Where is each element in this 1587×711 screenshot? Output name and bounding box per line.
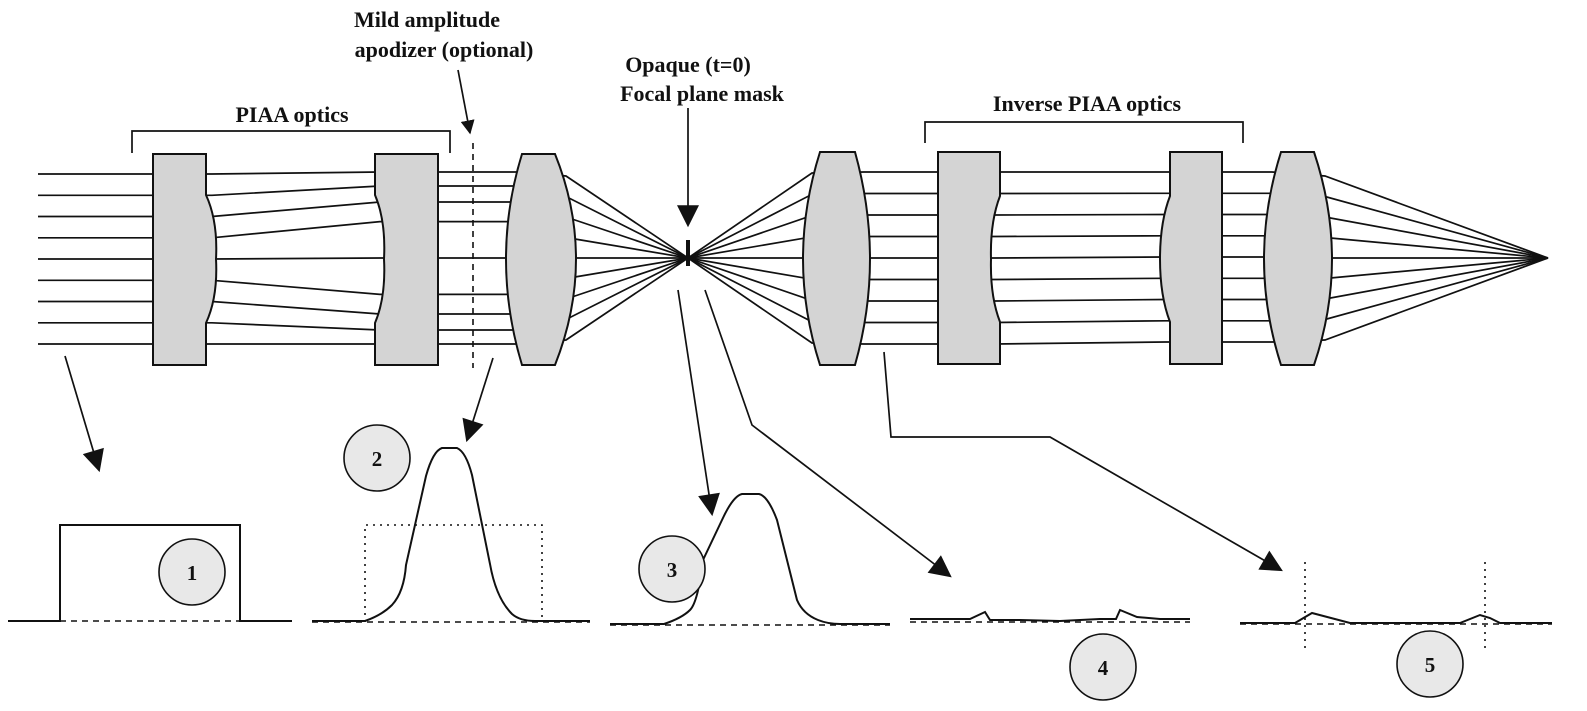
focusing-lens-1 (504, 153, 578, 366)
collimating-lens (801, 151, 872, 366)
apodizer-label-line2: apodizer (optional) (355, 37, 534, 62)
profile-4: 4 (910, 608, 1190, 701)
profile-number-1-badge (158, 538, 226, 606)
profile-number-3-badge (638, 535, 706, 603)
profile-number-4: 4 (1098, 656, 1109, 680)
profile-number-1: 1 (187, 561, 198, 585)
profile-2: 2 (312, 424, 590, 623)
piaa-mirror-1 (152, 153, 218, 366)
profile-number-5-badge (1396, 630, 1464, 698)
inverse-piaa-mirror-2 (1158, 151, 1223, 365)
arrow-to-profile-2 (462, 357, 494, 443)
piaa-optics-label: PIAA optics (235, 102, 349, 127)
mask-label-line2: Focal plane mask (620, 81, 785, 106)
inverse-piaa-optics-label: Inverse PIAA optics (993, 91, 1182, 116)
focal-plane-mask (686, 240, 690, 266)
profile-3: 3 (610, 493, 890, 626)
inverse-piaa-mirror-1 (937, 151, 1001, 365)
profile-number-5: 5 (1425, 653, 1436, 677)
profile-number-2: 2 (372, 447, 383, 471)
focusing-lens-2 (1262, 151, 1334, 366)
mask-label-line1: Opaque (t=0) (625, 52, 751, 77)
inverse-piaa-bracket (924, 121, 1244, 143)
profile-number-4-badge (1069, 633, 1137, 701)
arrow-to-profile-4 (704, 289, 952, 578)
arrow-to-profile-1 (64, 355, 104, 473)
apodizer-pointer-arrow (457, 69, 475, 135)
profile-number-3: 3 (667, 558, 678, 582)
apodizer-label-line1: Mild amplitude (354, 7, 500, 32)
profile-5: 5 (1240, 562, 1552, 698)
profile-number-2-badge (343, 424, 411, 492)
profile-1: 1 (8, 524, 292, 622)
arrow-to-profile-3 (677, 289, 720, 517)
piaa-optics-bracket (131, 130, 451, 153)
arrow-to-profile-5 (883, 351, 1283, 572)
piaa-mirror-2 (374, 153, 439, 366)
